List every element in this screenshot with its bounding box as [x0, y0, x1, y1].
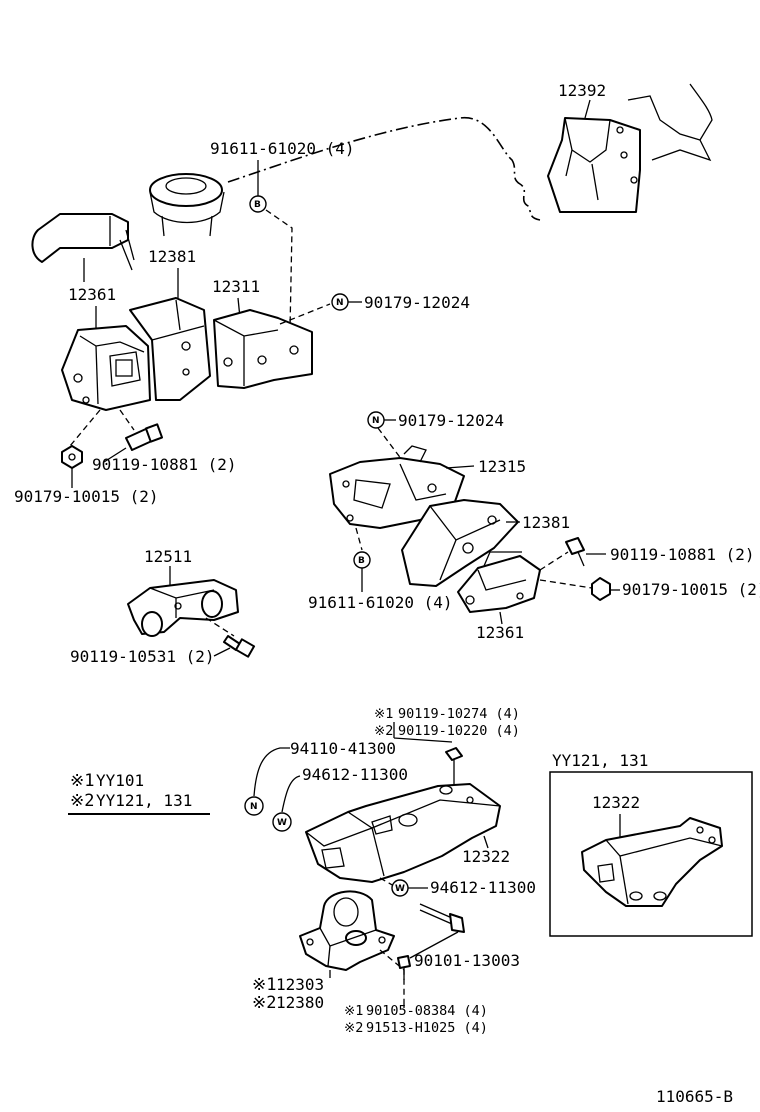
leader-94110 — [253, 747, 290, 797]
bracket-12381-mid-part — [401, 499, 519, 587]
svg-text:N: N — [372, 416, 380, 426]
label-90179-10015-right: 90179-10015 (2) — [622, 580, 760, 599]
crossmember-inset-part — [581, 817, 723, 907]
label-12380-mark: ※2 — [252, 993, 276, 1013]
svg-text:B: B — [358, 556, 365, 566]
label-94612-a: 94612-11300 — [302, 765, 408, 784]
label-bolt-bot-2: 91513-H1025 (4) — [366, 1020, 488, 1036]
svg-text:B: B — [254, 200, 261, 210]
leader-90119-left — [103, 447, 127, 463]
leader-94612-a — [281, 775, 301, 813]
rod-12511-part — [127, 579, 239, 637]
leader-12315 — [445, 465, 475, 469]
label-90179-10015-left: 90179-10015 (2) — [14, 487, 159, 506]
label-12361-top: 12361 — [68, 285, 116, 304]
label-12322-inset: 12322 — [592, 793, 640, 812]
label-bolt-top-2-mark: ※2 — [374, 723, 393, 739]
bolt-bottom-mount-part — [397, 955, 411, 980]
nut-90179-right-part — [591, 577, 611, 601]
label-91611-mid: 91611-61020 (4) — [308, 593, 453, 612]
bolt-top-crossmember-part — [445, 747, 463, 782]
mount-12303-part — [299, 890, 395, 971]
label-12392: 12392 — [558, 81, 606, 100]
nut-90179-left-part — [61, 445, 83, 469]
label-90119-10531: 90119-10531 (2) — [70, 647, 215, 666]
legend-mark-1: ※1 — [70, 771, 94, 791]
crossmember-12322-part — [305, 783, 501, 883]
inset-box — [549, 771, 753, 937]
w-symbol-bottom-a: W — [272, 812, 292, 832]
label-12303-mark: ※1 — [252, 975, 276, 995]
mount-12361-mid-part — [457, 551, 541, 613]
svg-text:N: N — [336, 298, 344, 308]
w-symbol-bottom-b: W — [391, 879, 409, 897]
label-bolt-top-1-mark: ※1 — [374, 706, 393, 722]
label-12511: 12511 — [144, 547, 192, 566]
svg-text:N: N — [250, 802, 258, 812]
label-bolt-bot-2-mark: ※2 — [344, 1020, 363, 1036]
dash-b-mid — [355, 527, 363, 551]
n-symbol-bottom: N — [244, 796, 264, 816]
bolt-90101-part — [419, 903, 465, 933]
label-90119-10881-left: 90119-10881 (2) — [92, 455, 237, 474]
label-bolt-top-2: 90119-10220 (4) — [398, 723, 520, 739]
label-12315: 12315 — [478, 457, 526, 476]
label-90179-12024-mid: 90179-12024 — [398, 411, 504, 430]
label-90119-10881-right: 90119-10881 (2) — [610, 545, 755, 564]
label-91611-top: 91611-61020 (4) — [210, 139, 355, 158]
model-legend: ※1 YY101 ※2 YY121, 131 — [68, 771, 210, 815]
leader-90119-10531 — [213, 647, 231, 657]
dash-left-bolts — [69, 409, 135, 447]
label-12303: 12303 — [276, 975, 324, 994]
bracket-12381-top-part — [129, 297, 211, 401]
label-94612-b: 94612-11300 — [430, 878, 536, 897]
label-12380: 12380 — [276, 993, 324, 1012]
label-12381-top: 12381 — [148, 247, 196, 266]
b-symbol-mid: B — [353, 551, 371, 569]
leader-12361-mid — [499, 611, 503, 625]
label-12381-mid: 12381 — [522, 513, 570, 532]
intake-pipe-part — [31, 213, 135, 271]
bolt-90119-left-part — [125, 423, 164, 451]
dash-n-top — [279, 303, 331, 325]
label-12311: 12311 — [212, 277, 260, 296]
bolt-90119-right-part — [565, 537, 585, 567]
leader-12392 — [584, 99, 591, 119]
filler-cap-part — [149, 173, 225, 237]
leader-12322-main — [483, 835, 489, 849]
b-symbol-top: B — [249, 195, 267, 213]
engine-outline-line — [227, 117, 541, 221]
bracket-12311-part — [213, 309, 313, 389]
bolt-90119-10531-part — [223, 635, 256, 658]
dash-right-bolts — [539, 551, 593, 589]
label-bolt-bot-1-mark: ※1 — [344, 1003, 363, 1019]
label-bolt-bot-1: 90105-08384 (4) — [366, 1003, 488, 1019]
legend-mark-2: ※2 — [70, 791, 94, 811]
heat-shield-12392-part — [547, 83, 713, 213]
label-12361-mid: 12361 — [476, 623, 524, 642]
inset-title: YY121, 131 — [552, 751, 648, 770]
leader-bolt-top — [393, 722, 453, 743]
label-90101: 90101-13003 — [414, 951, 520, 970]
dash-b-top — [265, 209, 293, 331]
mount-12361-top-part — [61, 325, 151, 411]
dash-w-b — [379, 877, 395, 887]
legend-text-2: YY121, 131 — [96, 791, 192, 810]
svg-text:W: W — [395, 884, 405, 894]
label-bolt-top-1: 90119-10274 (4) — [398, 706, 520, 722]
label-90179-12024-top: 90179-12024 — [364, 293, 470, 312]
n-symbol-mid: N — [367, 411, 385, 429]
legend-text-1: YY101 — [96, 771, 144, 790]
label-12322-main: 12322 — [462, 847, 510, 866]
dash-12511-bolt — [205, 617, 235, 637]
leader-90101 — [409, 931, 459, 959]
label-94110: 94110-41300 — [290, 739, 396, 758]
n-symbol-top: N — [331, 293, 349, 311]
figure-id: 110665-B — [656, 1087, 733, 1106]
svg-text:W: W — [277, 818, 287, 828]
